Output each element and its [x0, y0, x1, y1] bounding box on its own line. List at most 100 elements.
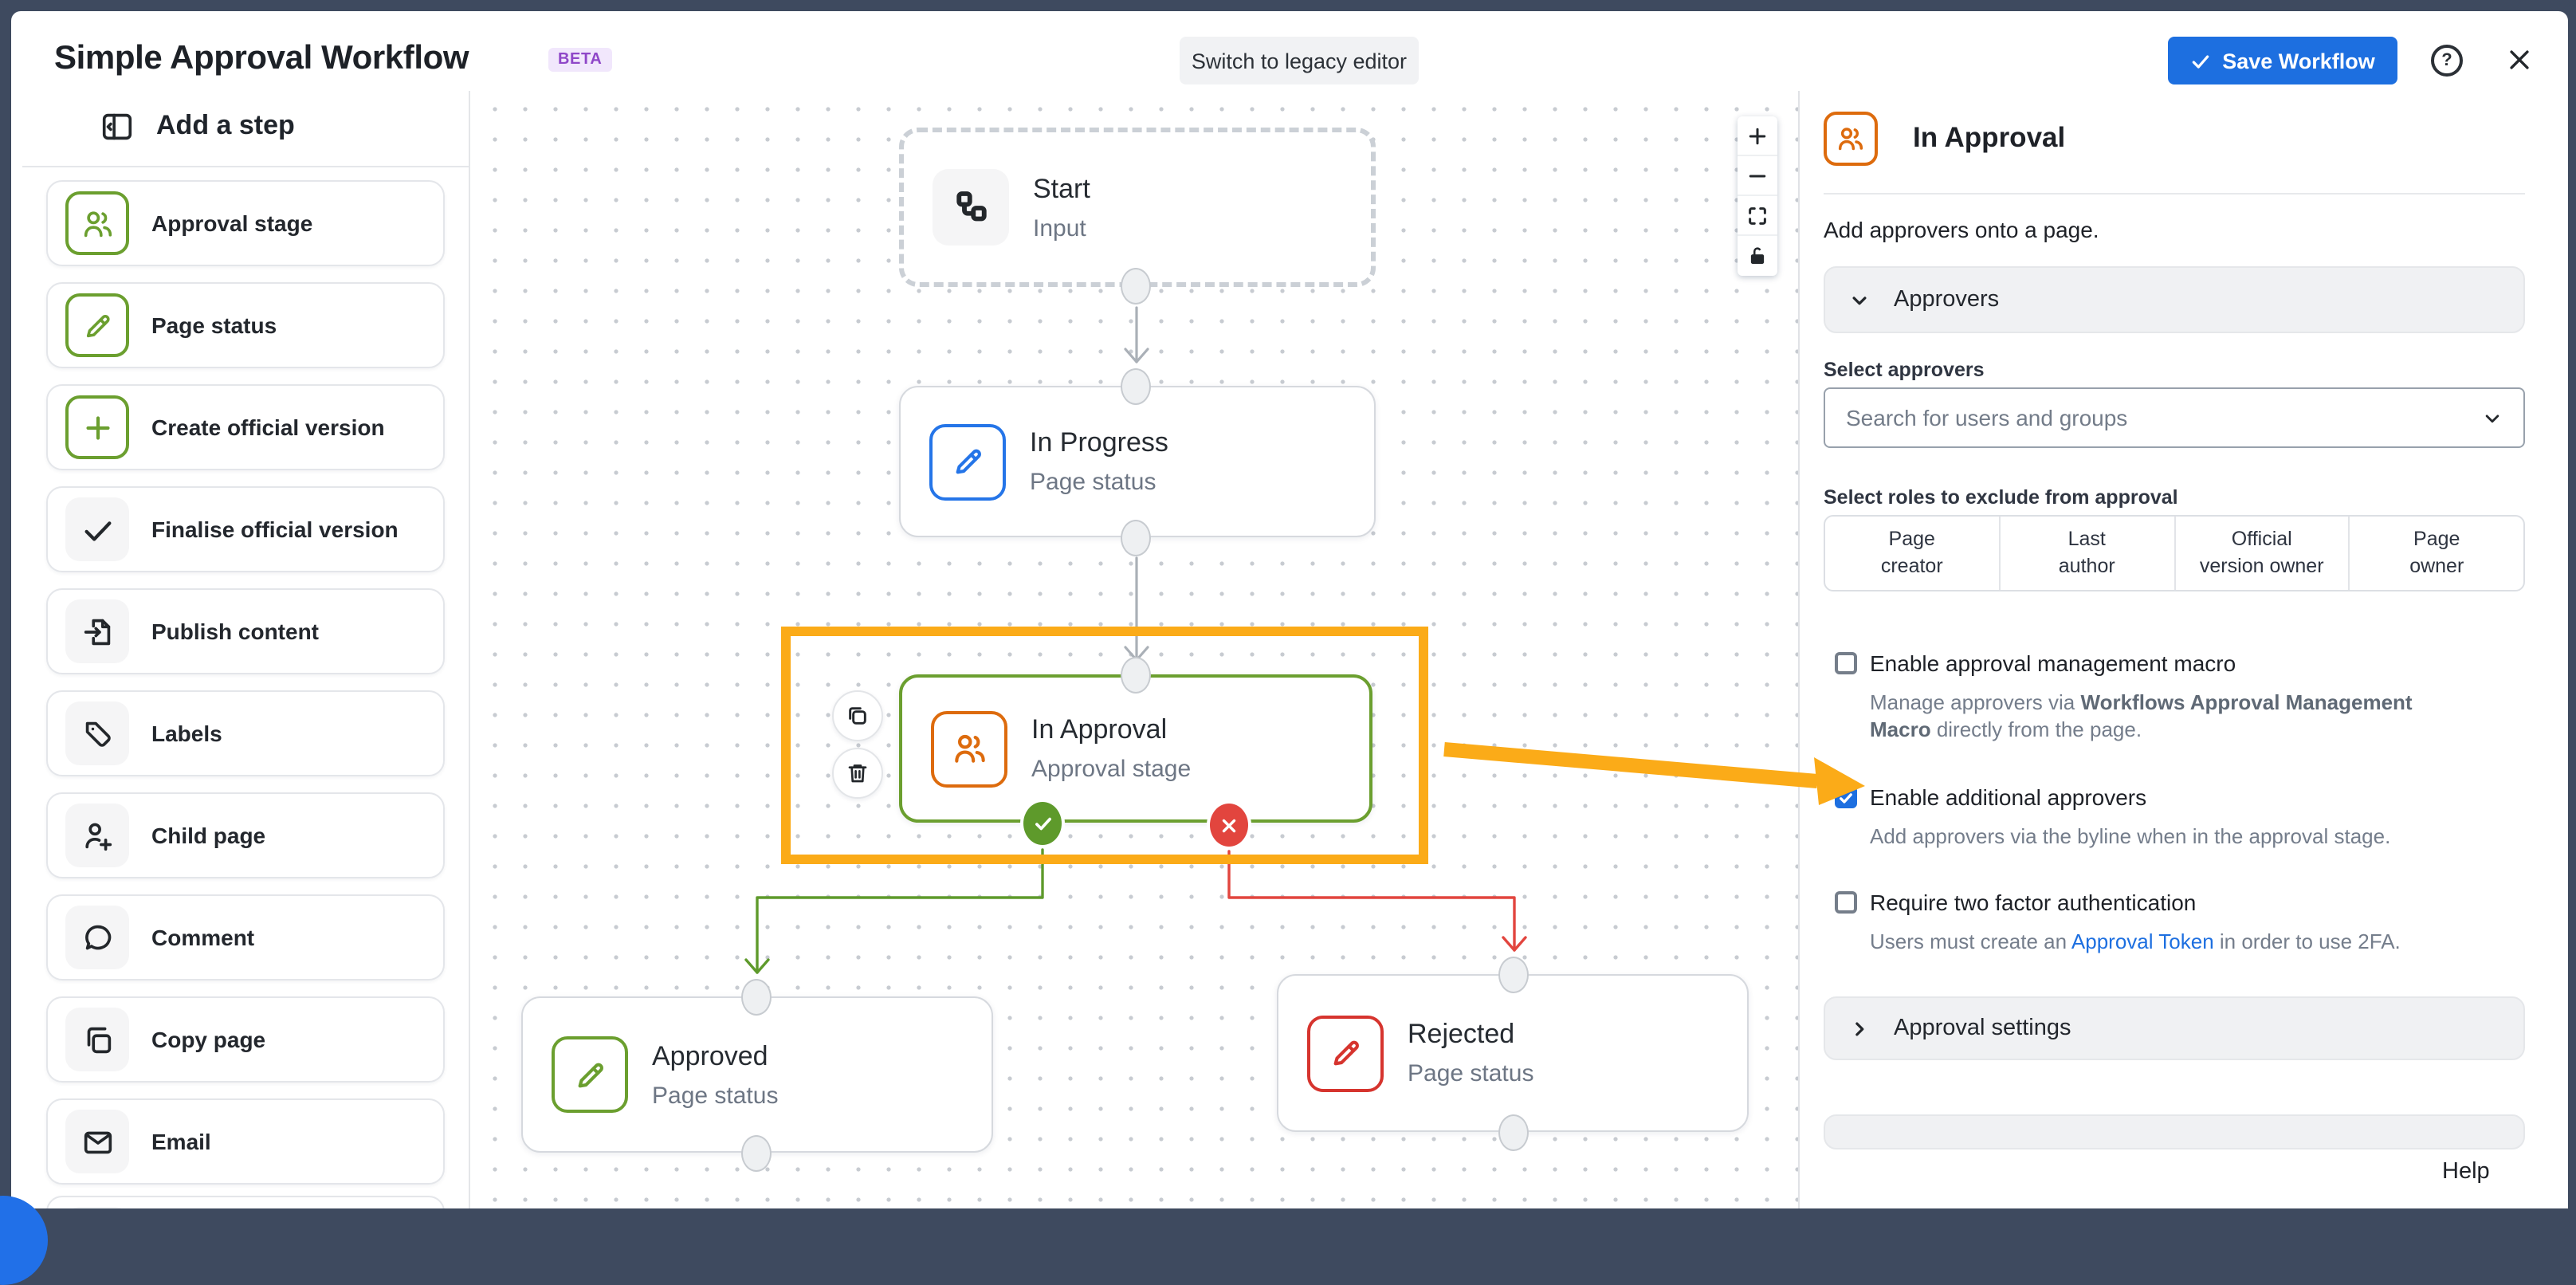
unlock-icon[interactable]: [1738, 236, 1777, 276]
node-title: In Progress: [1030, 427, 1168, 458]
port[interactable]: [1121, 268, 1151, 305]
workflow-icon: [933, 169, 1009, 246]
save-workflow-label: Save Workflow: [2222, 49, 2375, 73]
sidebar-item-copy-page[interactable]: Copy page: [46, 996, 445, 1083]
sidebar-item-label: Labels: [151, 721, 222, 746]
floating-action-button[interactable]: [0, 1196, 48, 1285]
node-in-progress[interactable]: In Progress Page status: [899, 386, 1376, 537]
sidebar-item-label: Publish content: [151, 619, 319, 644]
sidebar-item-child-page[interactable]: Child page: [46, 792, 445, 878]
help-link[interactable]: Help: [2442, 1159, 2490, 1185]
approval-token-link[interactable]: Approval Token: [2071, 929, 2214, 953]
sidebar-item-label: Email: [151, 1129, 211, 1154]
clipped-icon: [65, 1207, 129, 1208]
chevron-right-icon: [1848, 1016, 1871, 1040]
approvers-expander-label: Approvers: [1894, 287, 2000, 312]
sidebar-item-labels[interactable]: Labels: [46, 690, 445, 776]
node-subtitle: Approval stage: [1031, 756, 1192, 783]
node-title: Approved: [652, 1040, 768, 1071]
people-icon: [931, 710, 1007, 787]
reject-outcome-icon[interactable]: [1207, 800, 1251, 850]
sidebar-item-comment[interactable]: Comment: [46, 894, 445, 980]
exclude-roles-label: Select roles to exclude from approval: [1824, 486, 2178, 509]
workflow-canvas[interactable]: Start Input In Progress Page status: [469, 91, 1800, 1208]
node-rejected[interactable]: Rejected Page status: [1277, 974, 1749, 1132]
node-approved[interactable]: Approved Page status: [521, 996, 993, 1153]
plus-icon: [65, 395, 129, 459]
pencil-icon: [65, 293, 129, 357]
clipped-expander[interactable]: [1824, 1114, 2525, 1149]
two-factor-checkbox[interactable]: [1835, 891, 1857, 914]
sidebar-item-create-official-version[interactable]: Create official version: [46, 384, 445, 470]
approval-settings-expander[interactable]: Approval settings: [1824, 996, 2525, 1060]
comment-icon: [65, 906, 129, 969]
node-title: Start: [1033, 173, 1090, 203]
delete-node-button[interactable]: [832, 748, 883, 799]
check-icon: [2192, 54, 2209, 68]
port[interactable]: [1121, 657, 1151, 694]
sidebar-item-label: Page status: [151, 312, 277, 338]
add-step-sidebar: Add a step Approval stage Page status Cr…: [22, 91, 469, 1208]
close-icon[interactable]: [2501, 41, 2536, 77]
chevron-down-icon: [2480, 406, 2504, 430]
help-icon[interactable]: ?: [2431, 45, 2463, 77]
canvas-zoom-toolbar: [1738, 116, 1777, 276]
workflow-editor-modal: Simple Approval Workflow BETA Switch to …: [11, 11, 2568, 1208]
sidebar-item-label: Create official version: [151, 415, 385, 440]
node-title: Rejected: [1408, 1019, 1515, 1049]
copy-icon: [65, 1008, 129, 1071]
port[interactable]: [1121, 368, 1151, 405]
role-option-last-author[interactable]: Last author: [2001, 517, 2175, 590]
duplicate-node-button[interactable]: [832, 690, 883, 741]
role-option-page-creator[interactable]: Page creator: [1825, 517, 2001, 590]
additional-approvers-description: Add approvers via the byline when in the…: [1870, 824, 2391, 848]
sidebar-item-label: Finalise official version: [151, 517, 399, 542]
node-in-approval[interactable]: In Approval Approval stage: [899, 674, 1372, 823]
sidebar-item-label: Comment: [151, 925, 255, 950]
people-icon: [1824, 112, 1878, 166]
role-option-official-version-owner[interactable]: Official version owner: [2175, 517, 2350, 590]
sidebar-item-publish-content[interactable]: Publish content: [46, 588, 445, 674]
additional-approvers-checkbox[interactable]: [1835, 786, 1857, 808]
two-factor-description: Users must create an Approval Token in o…: [1870, 929, 2401, 953]
beta-badge: BETA: [548, 48, 612, 72]
switch-legacy-editor-button[interactable]: Switch to legacy editor: [1180, 37, 1419, 84]
app-stage: Simple Approval Workflow BETA Switch to …: [0, 11, 2568, 1285]
role-option-page-owner[interactable]: Page owner: [2409, 527, 2464, 577]
save-workflow-button[interactable]: Save Workflow: [2168, 37, 2397, 84]
approvers-search-input[interactable]: [1846, 405, 2480, 430]
panel-title: In Approval: [1913, 121, 2066, 153]
panel-description: Add approvers onto a page.: [1824, 217, 2099, 242]
approve-outcome-icon[interactable]: [1020, 799, 1065, 848]
pencil-icon: [1307, 1015, 1384, 1091]
sidebar-divider: [22, 166, 469, 167]
sidebar-item-page-status[interactable]: Page status: [46, 282, 445, 368]
step-settings-panel: In Approval Add approvers onto a page. A…: [1800, 91, 2568, 1208]
people-icon: [65, 191, 129, 255]
exclude-roles-segmented-control: Page creator Last author Official versio…: [1824, 515, 2525, 591]
zoom-in-icon[interactable]: [1738, 116, 1777, 156]
port[interactable]: [1498, 957, 1529, 993]
sidebar-item-label: Copy page: [151, 1027, 266, 1052]
port[interactable]: [1498, 1114, 1529, 1151]
approvers-expander[interactable]: Approvers: [1824, 266, 2525, 333]
approvers-select[interactable]: [1824, 387, 2525, 448]
node-title: In Approval: [1031, 714, 1168, 745]
chevron-down-icon: [1848, 288, 1871, 312]
node-subtitle: Page status: [652, 1082, 779, 1109]
node-start[interactable]: Start Input: [899, 128, 1376, 287]
fit-view-icon[interactable]: [1738, 196, 1777, 236]
port[interactable]: [741, 979, 772, 1016]
email-icon: [65, 1110, 129, 1173]
sidebar-item-finalise-official-version[interactable]: Finalise official version: [46, 486, 445, 572]
zoom-out-icon[interactable]: [1738, 156, 1777, 196]
approval-macro-checkbox[interactable]: [1835, 652, 1857, 674]
tag-icon: [65, 701, 129, 765]
port[interactable]: [1121, 520, 1151, 556]
collapse-panel-icon[interactable]: [99, 108, 135, 145]
port[interactable]: [741, 1135, 772, 1172]
sidebar-item-approval-stage[interactable]: Approval stage: [46, 180, 445, 266]
sidebar-item-clipped[interactable]: [46, 1196, 445, 1208]
sidebar-item-email[interactable]: Email: [46, 1098, 445, 1185]
select-approvers-label: Select approvers: [1824, 359, 1985, 381]
